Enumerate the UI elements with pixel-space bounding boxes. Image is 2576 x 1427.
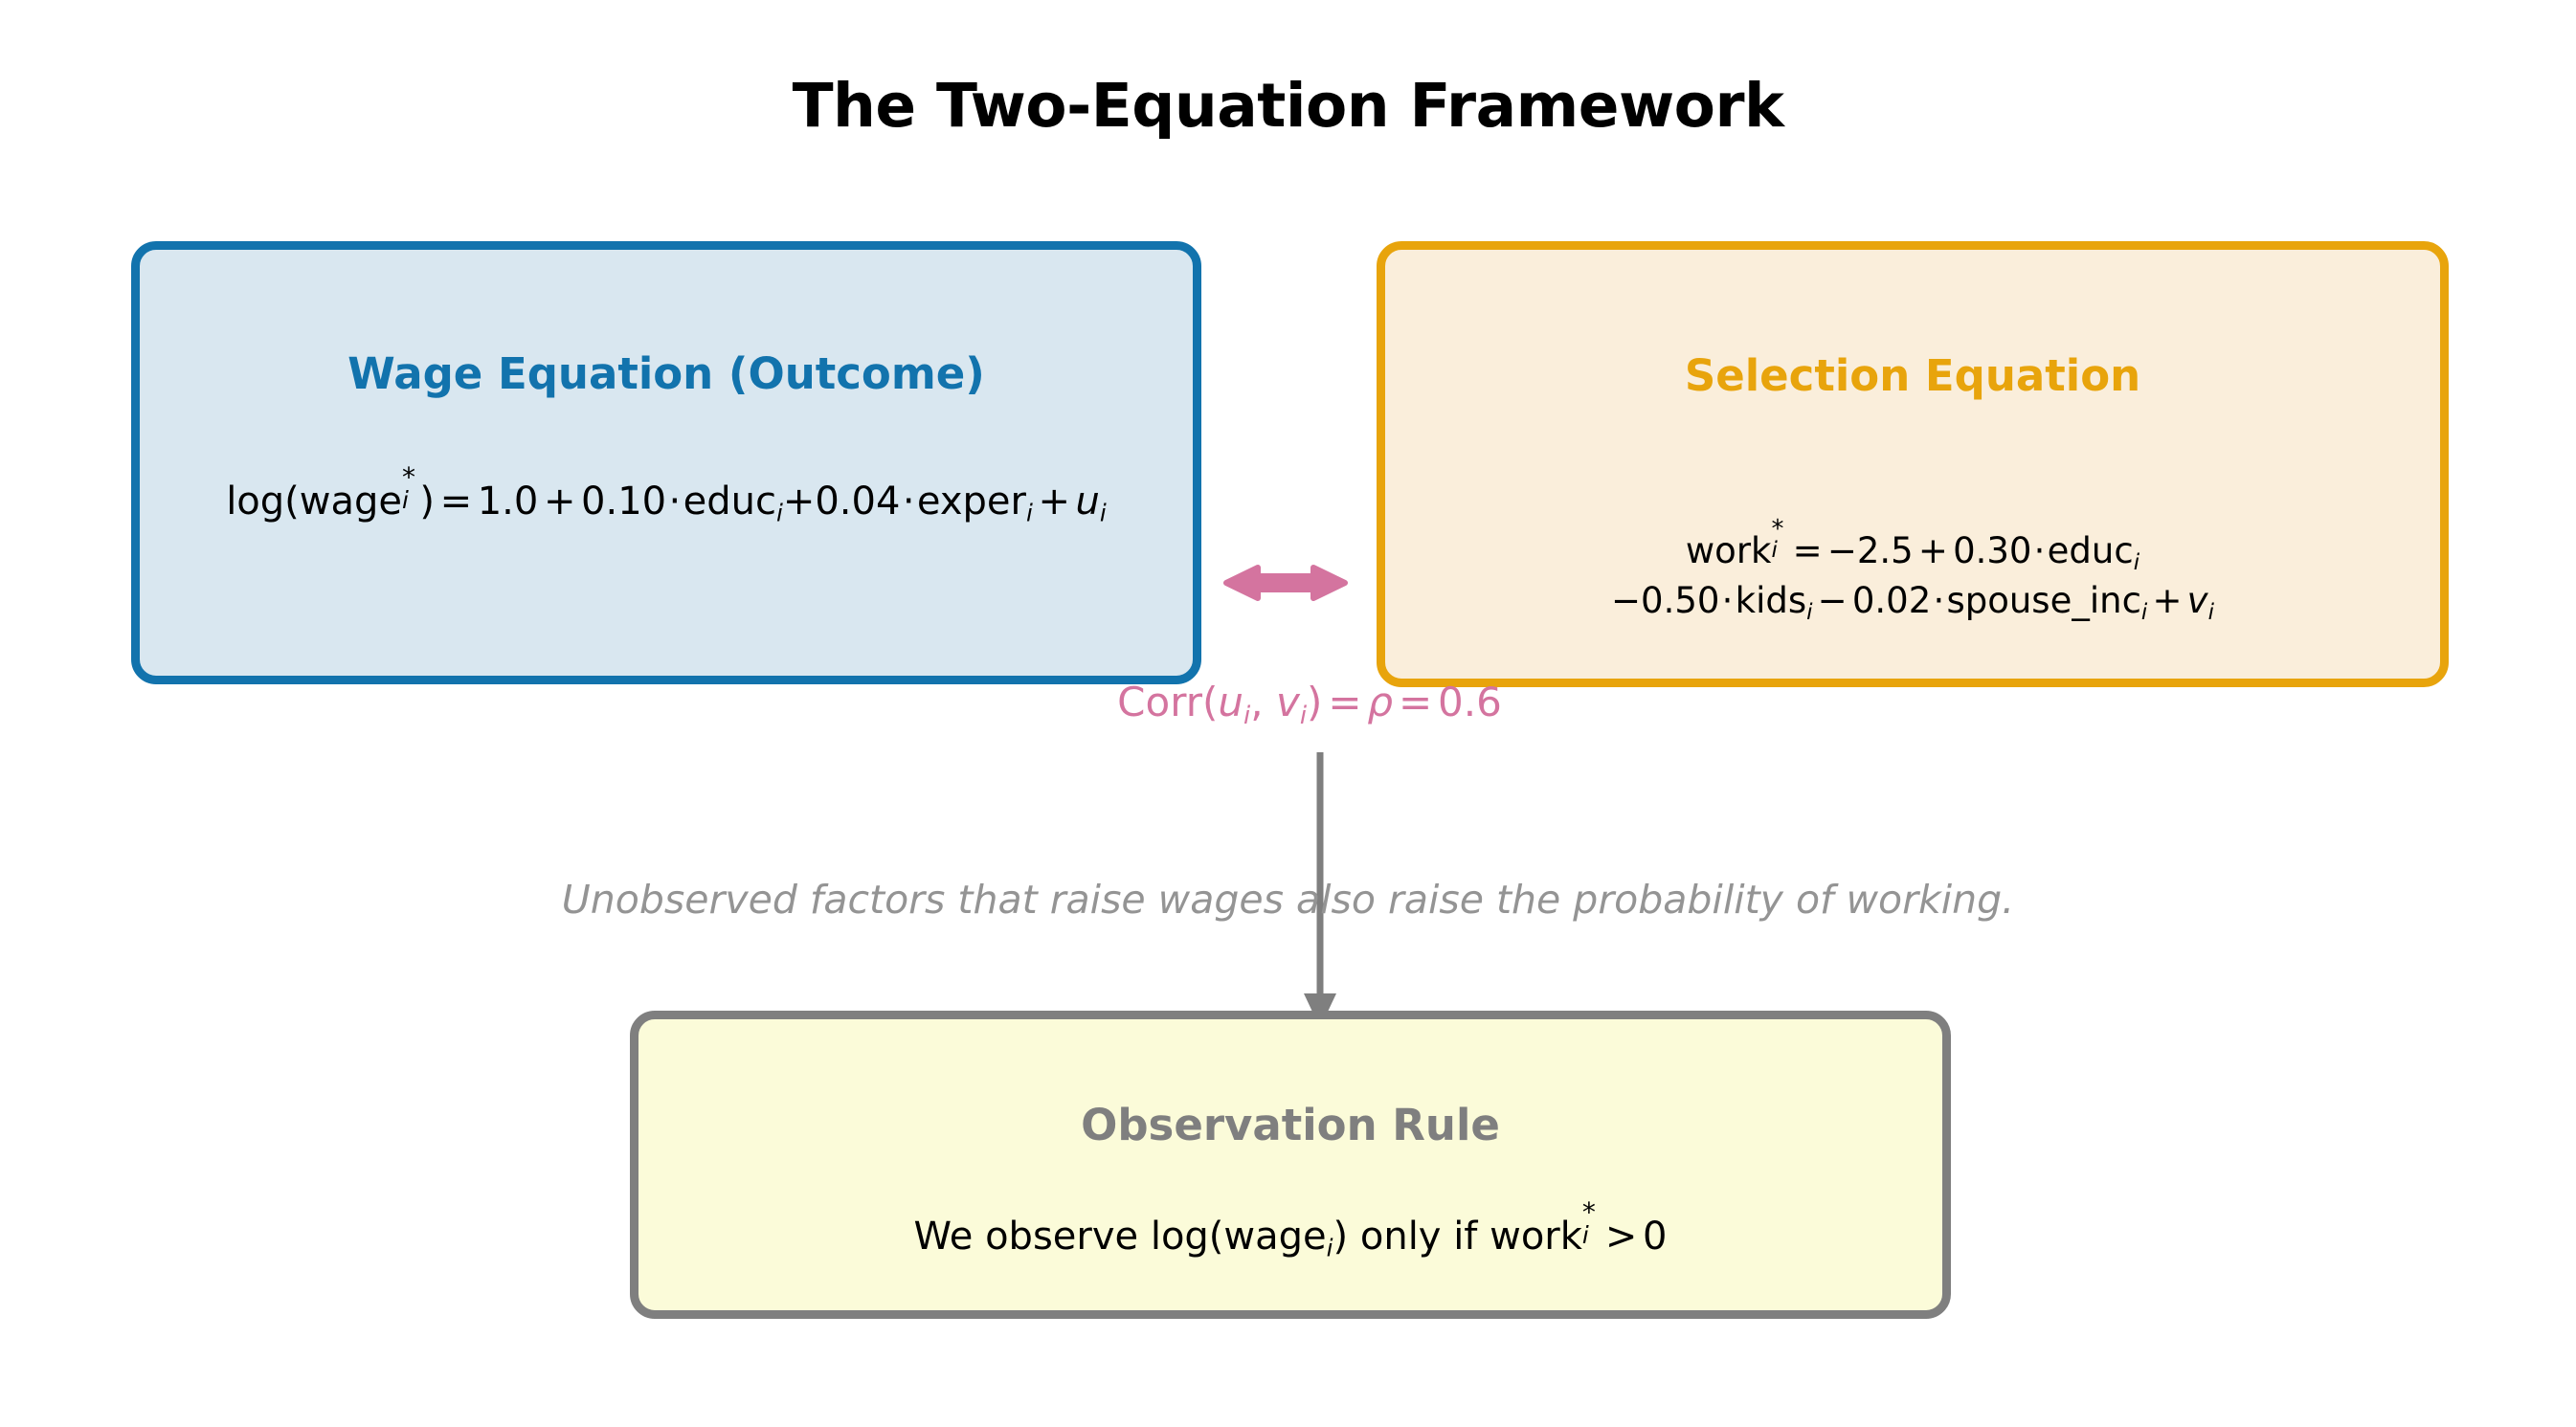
wage-formula-lhs-script: *i — [402, 461, 416, 515]
wage-equation-heading: Wage Equation (Outcome) — [347, 348, 985, 399]
corr-sub-1: i — [1243, 701, 1251, 730]
obs-zero: 0 — [1643, 1215, 1668, 1259]
selection-equation-formula-line2: −0.50·kidsi−0.02·spouse_inci+vi — [1385, 580, 2440, 625]
wage-formula-lhs-close: ) — [419, 479, 436, 524]
obs-var-work: work — [1490, 1215, 1582, 1259]
selection-equation-box: Selection Equation work*i=−2.5+0.30·educ… — [1377, 241, 2449, 687]
selection-equation-formula-line1: work*i=−2.5+0.30·educi — [1385, 514, 2440, 575]
selection-equals: = — [1792, 530, 1823, 571]
wage-formula-sub-educ: i — [775, 499, 783, 527]
obs-work-script: *i — [1581, 1196, 1596, 1250]
wage-formula-sub-exper: i — [1025, 499, 1033, 527]
corr-var-1: u — [1218, 679, 1244, 725]
wage-formula-var-exper: exper — [916, 479, 1026, 524]
selection-sub-kids: i — [1806, 599, 1813, 625]
corr-var-2: v — [1275, 679, 1300, 725]
selection-coef-spouse: 0.02 — [1851, 580, 1932, 621]
selection-dot-1: · — [2033, 530, 2046, 571]
wage-formula-lhs-fn: log( — [226, 479, 300, 524]
selection-var-kids: kids — [1735, 580, 1807, 621]
selection-dot-2: · — [1721, 580, 1734, 621]
wage-formula-dot-1: · — [668, 479, 682, 524]
corr-equals-2: = — [1398, 679, 1433, 725]
page-title: The Two-Equation Framework — [792, 71, 1784, 141]
wage-formula-plus-1: + — [543, 479, 576, 524]
wage-formula-equals: = — [439, 479, 473, 524]
observation-rule-heading: Observation Rule — [1081, 1100, 1500, 1150]
wage-formula-plus-2: + — [782, 479, 816, 524]
wage-formula-error: u — [1075, 479, 1100, 524]
corr-rho: ρ — [1367, 679, 1394, 725]
wage-formula-var-educ: educ — [683, 479, 776, 524]
selection-coef-kids: −0.50 — [1611, 580, 1720, 621]
corr-value: 0.6 — [1438, 679, 1502, 725]
obs-var-wage: wage — [1223, 1215, 1327, 1259]
wage-formula-dot-2: · — [902, 479, 915, 524]
wage-formula-plus-3: + — [1038, 479, 1070, 524]
selection-sub-educ: i — [2133, 549, 2140, 575]
obs-mid: ) only if — [1333, 1215, 1490, 1259]
selection-var-spouse: spouse_inc — [1946, 580, 2141, 621]
wage-formula-coef-educ: 0.10 — [581, 479, 667, 524]
selection-lhs-var: work — [1685, 530, 1772, 571]
selection-dot-3: · — [1933, 580, 1945, 621]
observation-rule-box: Observation Rule We observe log(wagei) o… — [630, 1011, 1951, 1319]
obs-prefix: We observe log( — [913, 1215, 1224, 1259]
corr-fn: Corr( — [1117, 679, 1219, 725]
selection-minus-2: − — [1817, 580, 1848, 621]
selection-coef-educ: 0.30 — [1953, 530, 2032, 571]
corr-equals-1: = — [1328, 679, 1362, 725]
wage-formula-intercept: 1.0 — [477, 479, 539, 524]
wage-formula-lhs-var: wage — [299, 479, 403, 524]
correlation-label: Corr(ui, vi)=ρ=0.6 — [1061, 679, 1558, 730]
selection-error: v — [2186, 580, 2208, 621]
corr-comma: , — [1250, 679, 1276, 725]
selection-lhs-script: *i — [1771, 514, 1784, 563]
selection-var-educ: educ — [2047, 530, 2134, 571]
explanatory-note: Unobserved factors that raise wages also… — [561, 877, 2015, 923]
selection-plus-2: + — [2152, 580, 2183, 621]
correlation-double-arrow-icon — [1223, 563, 1348, 603]
selection-plus-1: + — [1917, 530, 1948, 571]
selection-equation-heading: Selection Equation — [1684, 350, 2141, 401]
wage-formula-error-sub: i — [1099, 499, 1107, 527]
wage-equation-formula: log(wage*i)=1.0+0.10·educi+0.04·experi+u… — [140, 461, 1193, 527]
corr-sub-2: i — [1299, 701, 1308, 730]
obs-gt: > — [1604, 1215, 1638, 1259]
selection-error-sub: i — [2207, 599, 2214, 625]
selection-sub-spouse: i — [2140, 599, 2148, 625]
obs-sub-wage: i — [1326, 1234, 1333, 1262]
observation-rule-formula: We observe log(wagei) only if work*i>0 — [638, 1196, 1942, 1262]
wage-equation-box: Wage Equation (Outcome) log(wage*i)=1.0+… — [131, 241, 1201, 684]
selection-intercept: −2.5 — [1826, 530, 1914, 571]
corr-close: ) — [1307, 679, 1323, 725]
wage-formula-coef-exper: 0.04 — [815, 479, 901, 524]
